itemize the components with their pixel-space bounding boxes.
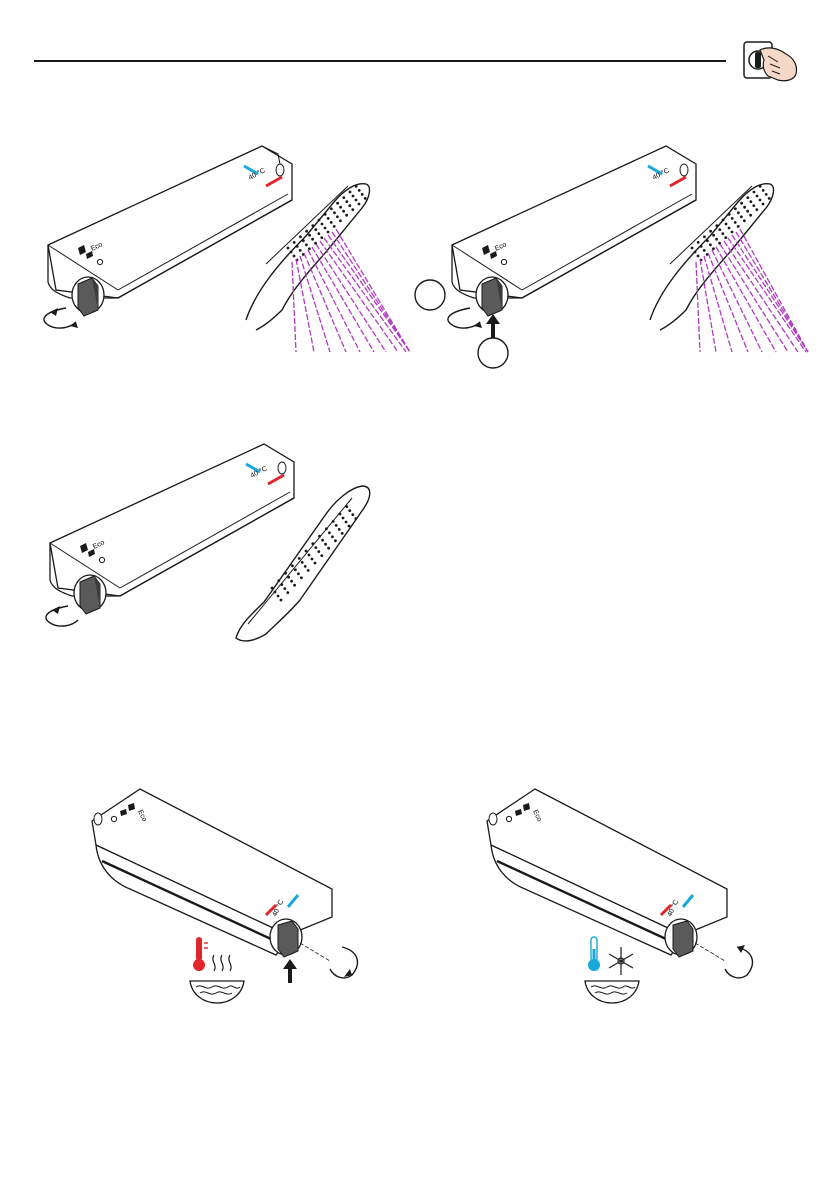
figure-3-thermostat-shower-off: Eco 40 °C (30, 438, 390, 648)
press-arrow (283, 959, 297, 983)
thermostat-body (452, 146, 696, 298)
hand-turning-valve-icon (738, 38, 800, 84)
thermostat-knob[interactable] (476, 277, 508, 316)
hot-water-thermometer-icon (190, 937, 244, 1003)
thermostat-body (50, 444, 294, 596)
thermostat-knob[interactable] (665, 919, 697, 957)
rotation-arrow (330, 947, 357, 978)
figure-2-thermostat-press-button-spray: Eco 40 °C (410, 140, 810, 370)
rotation-arrow (44, 308, 76, 328)
press-arrow (486, 314, 500, 340)
rotation-arrow (46, 606, 78, 626)
step-callout-2 (478, 338, 508, 368)
thermostat-knob[interactable] (72, 277, 104, 316)
thermostat-knob[interactable] (270, 919, 302, 957)
figure-1-thermostat-shower-full-spray: Eco 40 °C (30, 140, 410, 360)
rotation-arrow (448, 308, 480, 328)
header-rule (34, 60, 726, 62)
rotation-arrow (725, 947, 752, 978)
thermostat-knob[interactable] (74, 575, 106, 614)
cold-water-snowflake-icon (585, 937, 639, 1003)
step-callout-1 (415, 280, 445, 310)
figure-5-cold-water-setting: Eco 40 °C (475, 785, 775, 1010)
thermostat-body (48, 146, 292, 298)
figure-4-hot-water-setting: Eco 40 °C (80, 785, 380, 1010)
